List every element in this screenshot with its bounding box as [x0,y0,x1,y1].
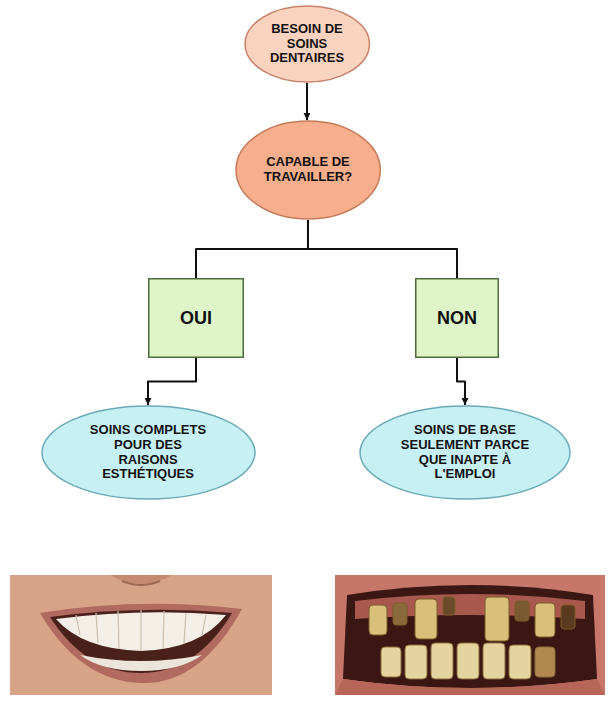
flow-connector [308,220,457,278]
answer-box: NON [415,278,499,358]
flow-connector [148,358,196,405]
node-label: OUI [180,308,212,329]
node-label: SOINS COMPLETS POUR DES RAISONS ESTHÉTIQ… [84,423,212,483]
flow-connector [196,220,308,278]
ellipse-shape [245,6,369,82]
healthy-smile-photo [10,575,272,695]
outcome-ellipse: SOINS COMPLETS POUR DES RAISONS ESTHÉTIQ… [41,405,256,500]
node-label: CAPABLE DE TRAVAILLER? [260,155,356,185]
start-ellipse: BESOIN DE SOINS DENTAIRES [244,5,370,83]
node-label: SOINS DE BASE SEULEMENT PARCE QUE INAPTE… [398,423,532,483]
ellipse-shape [360,406,570,499]
answer-box: OUI [148,278,244,358]
ellipse-shape [236,121,380,219]
ellipse-shape [42,406,255,499]
node-label: NON [437,308,477,329]
decision-ellipse: CAPABLE DE TRAVAILLER? [235,120,381,220]
flow-connector [457,358,465,405]
outcome-ellipse: SOINS DE BASE SEULEMENT PARCE QUE INAPTE… [359,405,571,500]
rect-shape [416,279,499,358]
rect-shape [149,279,244,358]
decayed-teeth-photo [335,575,605,695]
flow-connector [306,83,308,120]
node-label: BESOIN DE SOINS DENTAIRES [266,22,348,67]
